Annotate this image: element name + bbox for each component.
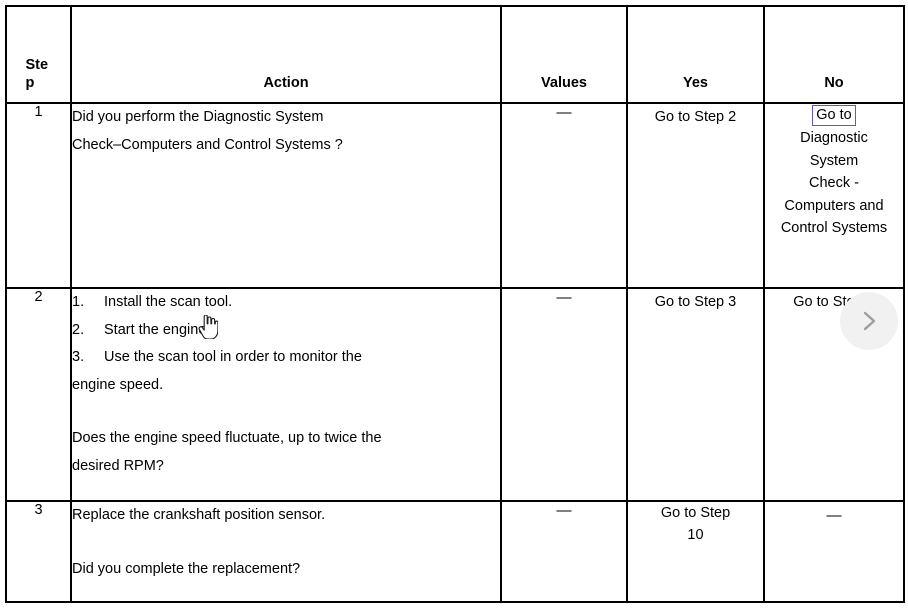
yes-goto-text: Go to Step 3 <box>654 294 737 310</box>
column-header-no-label: No <box>824 74 844 91</box>
no-text-line: Computers and <box>784 197 884 214</box>
column-header-step: Step <box>5 5 72 104</box>
table-row: 3 Replace the crankshaft position sensor… <box>5 500 905 603</box>
yes-cell: Go to Step 2 <box>626 102 765 289</box>
column-header-yes-label: Yes <box>683 74 708 91</box>
list-item-text: Install the scan tool. <box>104 294 233 310</box>
action-ordered-list: 1. Install the scan tool. 2. Start the eng… <box>72 289 500 372</box>
values-dash: — <box>556 104 572 121</box>
question-text-line: desired RPM? <box>72 457 164 474</box>
values-dash: — <box>556 289 572 306</box>
values-cell: — <box>500 500 628 603</box>
paragraph-spacer <box>72 530 500 556</box>
action-text-line: Check–Computers and Control Systems ? <box>72 136 343 153</box>
step-number-cell: 1 <box>5 102 72 289</box>
list-item: 2. Start the engine. <box>72 317 500 345</box>
table-row: 2 1. Install the scan tool. 2. Start the e… <box>5 287 905 502</box>
values-dash: — <box>556 502 572 519</box>
values-cell: — <box>500 102 628 289</box>
column-header-action-label: Action <box>263 74 309 91</box>
list-item: 1. Install the scan tool. <box>72 289 500 317</box>
no-text-line: System <box>809 152 859 169</box>
paragraph-spacer <box>72 399 500 425</box>
table-header-row: Step Action Values Yes No <box>5 5 905 104</box>
list-item-number: 2. <box>72 321 85 338</box>
yes-cell: Go to Step 3 <box>626 287 765 502</box>
no-cell: Go to Diagnostic System Check - Computer… <box>763 102 905 289</box>
no-cell: — <box>763 500 905 603</box>
column-header-values-label: Values <box>541 74 587 91</box>
question-text-line: Does the engine speed fluctuate, up to t… <box>72 430 382 447</box>
list-item-number: 1. <box>72 294 85 310</box>
list-item-number: 3. <box>72 349 85 366</box>
no-goto-link[interactable]: Go to <box>765 104 903 127</box>
action-text-line: Replace the crankshaft position sensor. <box>72 507 326 523</box>
column-header-no: No <box>763 5 905 104</box>
step-number-cell: 3 <box>5 500 72 603</box>
no-text-line: Diagnostic <box>800 130 868 147</box>
list-item-text: Start the engine. <box>104 321 211 338</box>
action-text-line: Did you complete the replacement? <box>72 560 301 577</box>
yes-cell: Go to Step 10 <box>626 500 765 603</box>
no-dash: — <box>826 507 842 524</box>
action-cell: Did you perform the Diagnostic System Ch… <box>70 102 502 289</box>
no-text-line: Check - <box>809 175 859 192</box>
list-item-text: Use the scan tool in order to monitor th… <box>104 349 362 366</box>
no-text-line: Control Systems <box>780 220 888 236</box>
action-cell: Replace the crankshaft position sensor. … <box>70 500 502 603</box>
list-item: 3. Use the scan tool in order to monitor … <box>72 344 500 372</box>
action-cell: 1. Install the scan tool. 2. Start the eng… <box>70 287 502 502</box>
table-row: 1 Did you perform the Diagnostic System … <box>5 102 905 289</box>
yes-goto-text: Go to Step <box>660 505 731 521</box>
column-header-step-label: Step <box>25 56 49 91</box>
column-header-action: Action <box>70 5 502 104</box>
next-page-button[interactable] <box>840 292 898 350</box>
column-header-values: Values <box>500 5 628 104</box>
action-text-line: Did you perform the Diagnostic System <box>72 109 324 125</box>
step-number-cell: 2 <box>5 287 72 502</box>
diagnostic-procedure-table: Step Action Values Yes No 1 <box>5 5 905 603</box>
no-goto-link-label[interactable]: Go to <box>812 105 856 127</box>
list-continuation-text: engine speed. <box>72 376 164 393</box>
yes-goto-step-number: 10 <box>687 527 704 544</box>
column-header-yes: Yes <box>626 5 765 104</box>
yes-goto-text: Go to Step 2 <box>654 109 737 125</box>
values-cell: — <box>500 287 628 502</box>
chevron-right-icon <box>856 308 882 334</box>
